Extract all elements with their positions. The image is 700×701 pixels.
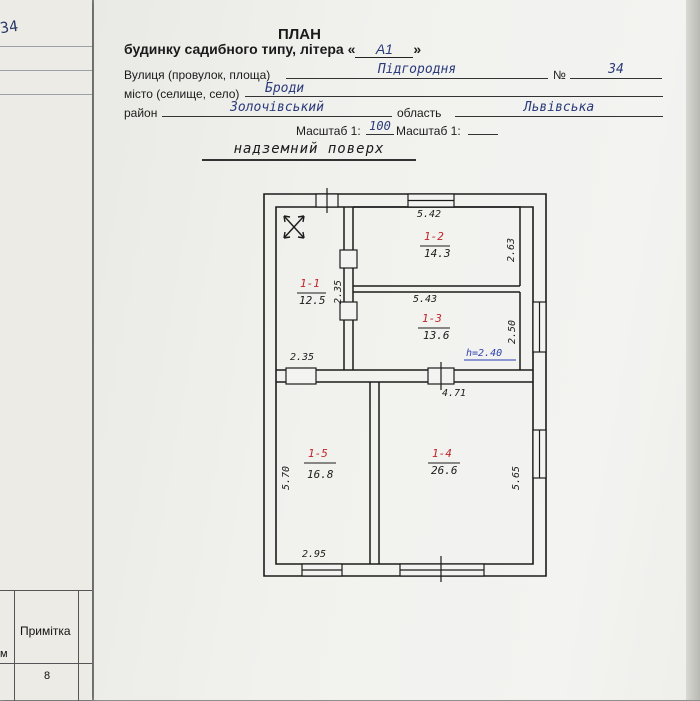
floor-label: надземний поверх: [202, 141, 416, 161]
dimension-label: 5.65: [511, 466, 522, 490]
room-1-2-area: 14.3: [424, 247, 451, 260]
note-column-header: Примітка: [20, 624, 71, 638]
room-1-5-id: 1-5: [308, 447, 328, 460]
dimension-label: 5.43: [413, 294, 437, 305]
ceiling-height-note: h=2.40: [466, 348, 502, 359]
door: [339, 249, 358, 269]
dimension-label: 2.35: [290, 352, 314, 363]
district-value: Золочівський: [162, 101, 392, 117]
street-label: Вулиця (провулок, площа): [124, 68, 271, 82]
form-line: [0, 94, 92, 95]
region-value: Львівська: [455, 101, 663, 117]
interior-walls: [276, 206, 533, 564]
house-number-value: 34: [570, 63, 662, 79]
building-letter: А1: [355, 41, 414, 58]
city-value: Броди: [245, 82, 663, 97]
door: [285, 367, 317, 385]
room-1-5-area: 16.8: [307, 468, 334, 481]
street-value: Підгородня: [286, 63, 548, 79]
windows: [301, 193, 547, 577]
sheet-edge: [686, 0, 700, 700]
dimension-label: 2.95: [302, 549, 326, 560]
form-line: [0, 70, 92, 71]
dimension-label: 2.50: [507, 320, 518, 344]
room-1-4-id: 1-4: [432, 447, 452, 460]
room-1-2-id: 1-2: [424, 230, 444, 243]
room-1-1-area: 12.5: [299, 294, 326, 307]
dimension-label: 2.35: [333, 280, 344, 304]
dimension-label: 2.63: [506, 238, 517, 262]
note-table: [0, 590, 92, 701]
room-1-4-area: 26.6: [431, 464, 458, 477]
room-1-3-area: 13.6: [423, 329, 450, 342]
city-label: місто (селище, село): [124, 87, 240, 101]
dimension-label: 5.70: [281, 466, 292, 490]
scale-value-2: [468, 120, 498, 135]
dimension-label: 5.42: [417, 209, 441, 220]
page-title: ПЛАН: [278, 26, 321, 43]
scale-value-1: 100: [366, 120, 394, 135]
note-column-number: 8: [44, 670, 51, 682]
subtitle-prefix: будинку садибного типу, літера «: [124, 41, 356, 57]
page-subtitle: будинку садибного типу, літера «А1»: [124, 41, 421, 58]
subtitle-suffix: »: [413, 41, 422, 57]
left-document-sheet: 34 Примітка м 8: [0, 0, 92, 701]
note-table-fragment: м: [0, 648, 8, 660]
doors: [285, 188, 455, 582]
entrance-arrows-icon: [283, 215, 305, 239]
scale-label-2: Масштаб 1:: [396, 124, 461, 138]
district-label: район: [124, 106, 158, 120]
form-line: [0, 46, 92, 47]
scale-label-1: Масштаб 1:: [296, 124, 361, 138]
house-number-label: №: [553, 68, 566, 82]
outer-wall: [263, 193, 547, 577]
room-1-1-id: 1-1: [300, 277, 320, 290]
door: [339, 301, 358, 321]
room-1-3-id: 1-3: [422, 312, 442, 325]
dimension-label: 4.71: [442, 388, 466, 399]
region-label: область: [397, 106, 442, 120]
